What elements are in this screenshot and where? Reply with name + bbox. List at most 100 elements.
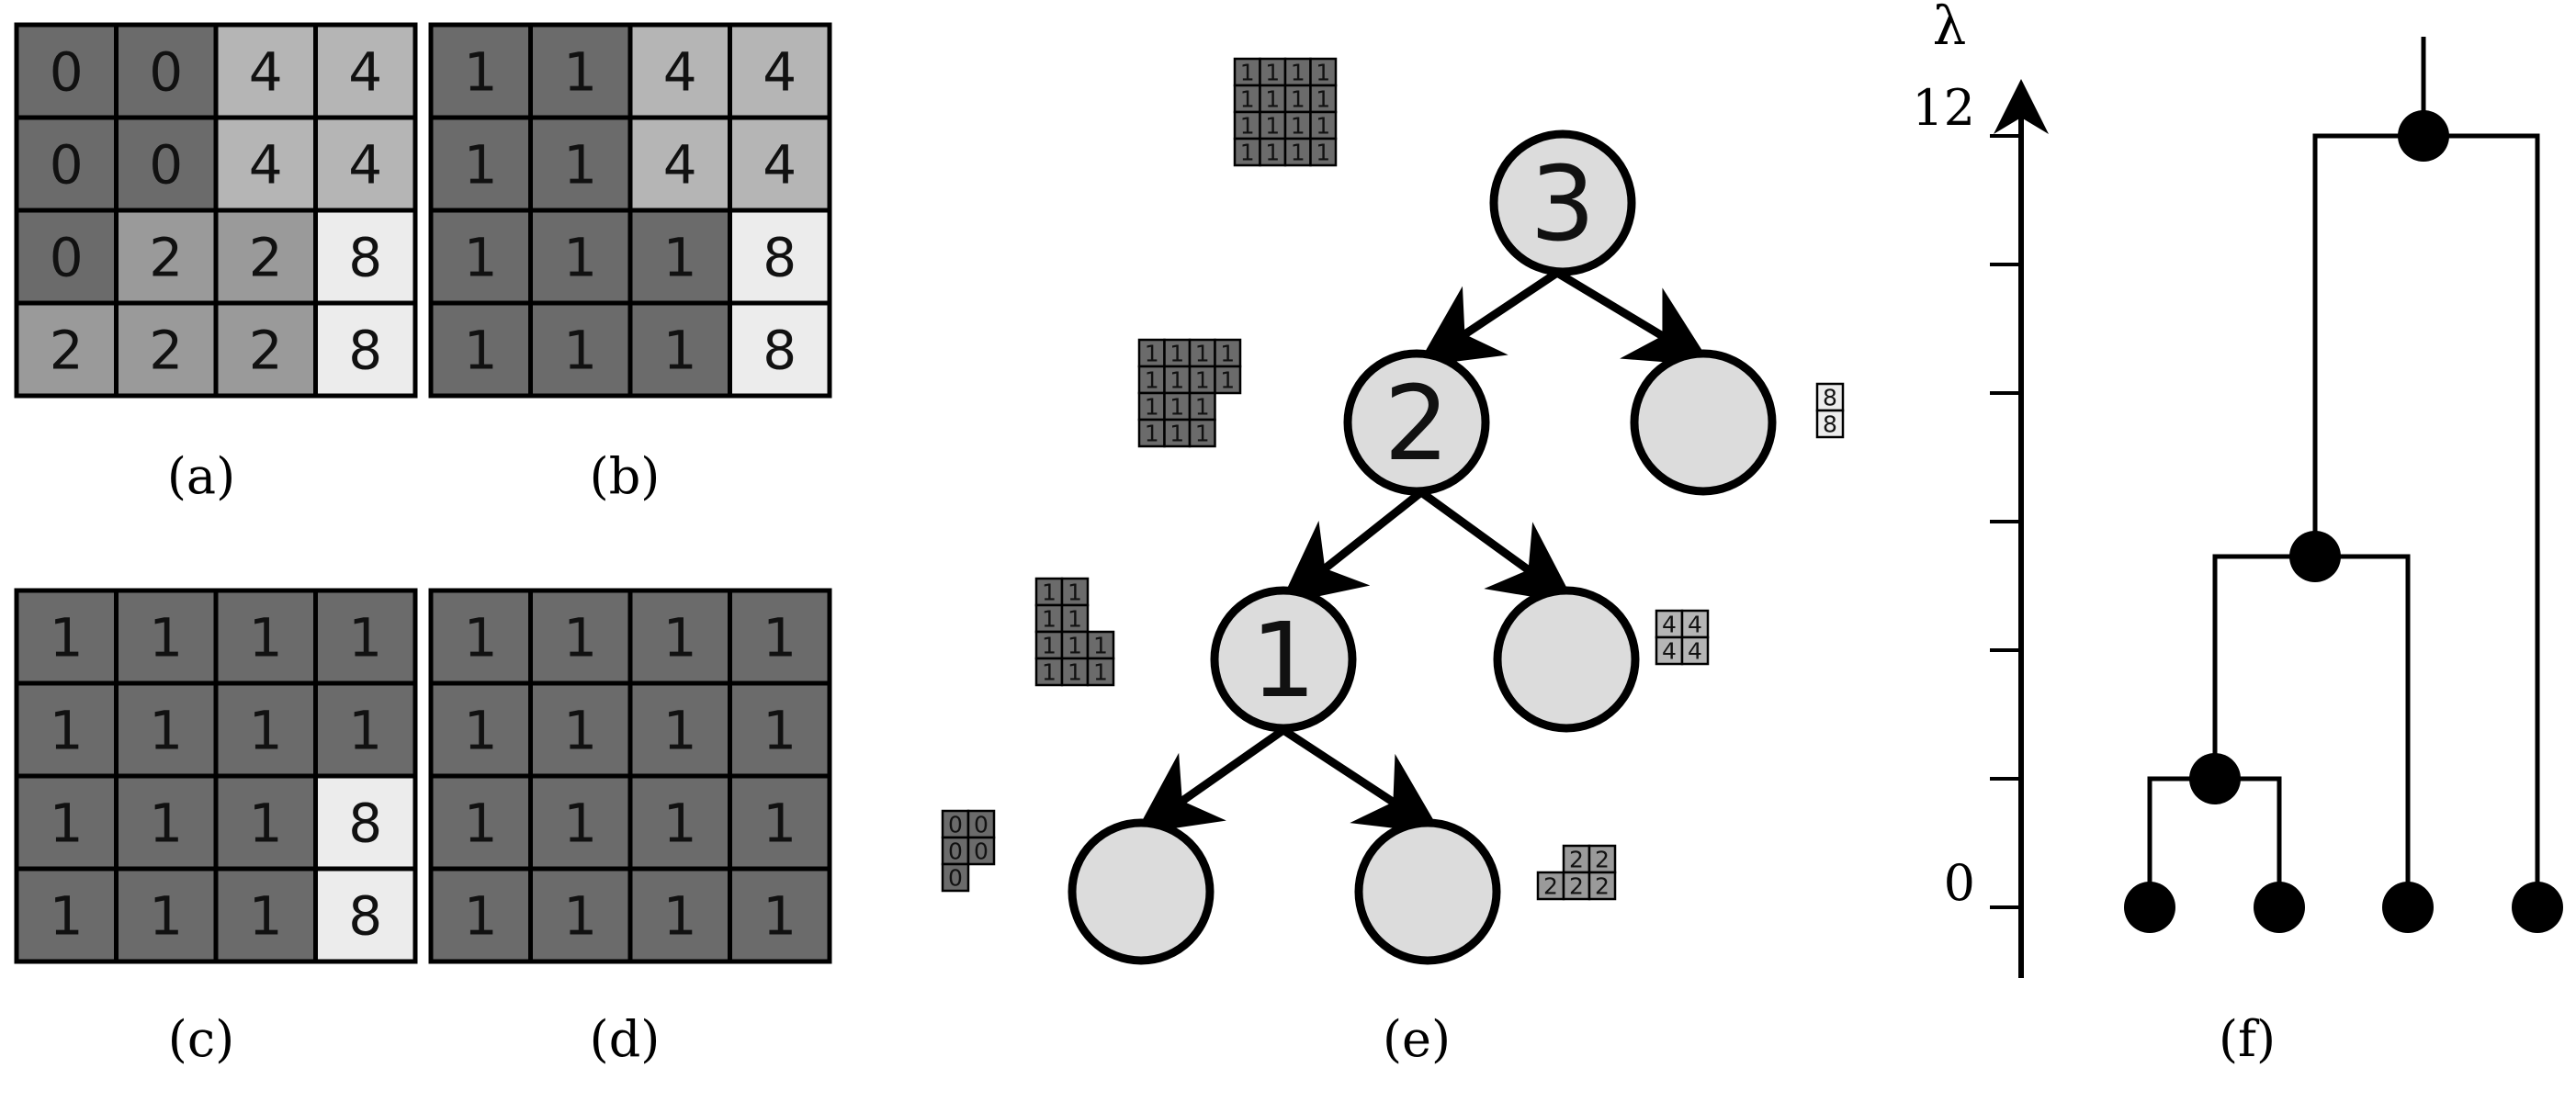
leaf-node-3 [2382, 882, 2434, 933]
grid-cell-value: 4 [663, 41, 697, 104]
grid-cell [114, 300, 219, 399]
grid-cell [313, 208, 418, 306]
mini-grid-cell-value: 1 [1169, 421, 1184, 447]
leaf-node-2 [2254, 882, 2305, 933]
mini-grid-cell [1188, 418, 1216, 448]
grid-cell-value: 1 [149, 700, 183, 762]
mini-grid-cell [1309, 84, 1338, 114]
mini-grid-cell-value: 1 [1145, 421, 1159, 447]
mini-grid-cell [1283, 137, 1312, 167]
grid-cell-value: 1 [563, 700, 597, 762]
tree-nodes: 3 2 1 [1068, 129, 1777, 965]
edge-1-to-0 [1135, 726, 1286, 835]
tree-node-right-8 [1630, 349, 1777, 496]
grid-cell-value: 1 [249, 885, 283, 948]
mini-grid-cell [941, 809, 970, 839]
edge-1-to-2 [1281, 726, 1442, 834]
mini-grid-cell [1137, 391, 1166, 422]
grid-cell-value: 1 [663, 885, 697, 948]
edge-2-to-4 [1418, 489, 1576, 604]
grid-cell-value: 1 [249, 607, 283, 669]
grid-cell [528, 680, 633, 779]
mini-grid-cell-value: 1 [1093, 633, 1108, 659]
mini-grid-cell-value: 1 [1068, 633, 1082, 659]
node-label-3: 3 [1530, 145, 1595, 264]
mini-grid-cell-value: 1 [1240, 86, 1255, 113]
node-label-1: 1 [1250, 602, 1316, 721]
grid-cell-value: 1 [563, 41, 597, 104]
grid-cell-value: 1 [563, 793, 597, 855]
mini-grid-cell-value: 0 [974, 838, 989, 865]
node-label-2: 2 [1384, 365, 1449, 484]
grid-cell-value: 8 [348, 320, 382, 382]
grid-cell-value: 0 [50, 227, 84, 289]
mini-grid-cell-value: 0 [974, 812, 989, 838]
grid-cell-value: 1 [348, 607, 382, 669]
grid-cell [428, 300, 533, 399]
mini-grid-cell-value: 1 [1195, 341, 1210, 367]
mini-grid-cell-value: 2 [1569, 847, 1584, 873]
leaf-node-4 [2512, 882, 2563, 933]
grid-cell-value: 4 [249, 134, 283, 197]
grid-cell-value: 8 [348, 227, 382, 289]
grid-cell [313, 588, 418, 686]
grid-cell [627, 300, 732, 399]
grid-cell-value: 1 [249, 793, 283, 855]
grid-cell-value: 2 [149, 320, 183, 382]
mini-grid-cell-value: 1 [1145, 394, 1159, 421]
grid-cell [313, 22, 418, 120]
mini-grid-cell-value: 2 [1569, 873, 1584, 900]
mini-grid-cell-value: 2 [1543, 873, 1558, 900]
mini-grid-cell-value: 1 [1240, 113, 1255, 140]
grid-cell [728, 866, 832, 964]
mini-grid-cell [1086, 657, 1115, 687]
mini-grid-cell [1214, 338, 1242, 368]
tree-node-1 [1210, 586, 1357, 733]
axis-tick-label-0: 0 [1944, 854, 1975, 912]
grid-cell-value: 1 [563, 885, 597, 948]
grid-cell [428, 866, 533, 964]
mini-grid-cell-value: 0 [948, 838, 963, 865]
tree-node-leaf-2 [1354, 818, 1501, 965]
axis-tick-label-12: 12 [1912, 79, 1975, 137]
grid-cell-value: 1 [464, 885, 498, 948]
mini-grid-cell-value: 1 [1316, 113, 1330, 140]
grid-cell [627, 22, 732, 120]
mini-grid-cell-value: 1 [1316, 60, 1330, 86]
mini-grid-cell-value: 1 [1316, 86, 1330, 113]
mini-grid-cell-value: 1 [1265, 60, 1280, 86]
mini-grid-cell-value: 1 [1291, 86, 1305, 113]
grid-cell [114, 866, 219, 964]
mini-grid-cell-value: 4 [1688, 638, 1702, 665]
mini-grid-cell-value: 8 [1823, 411, 1837, 438]
mini-grid-cell [941, 862, 970, 893]
caption-c: (c) [168, 1010, 234, 1068]
grid-cell-value: 8 [763, 227, 797, 289]
mini-grid-cell-value: 8 [1823, 385, 1837, 411]
mini-grid-cell [1259, 137, 1287, 167]
caption-f: (f) [2219, 1010, 2276, 1068]
axis-symbol: λ [1933, 0, 1967, 57]
mini-grid-cell-value: 1 [1042, 579, 1056, 606]
mini-grid-cell [1034, 630, 1064, 660]
mini-grid-cell-value: 1 [1220, 367, 1235, 394]
grid-cell-value: 4 [348, 41, 382, 104]
dendrogram-axis: λ 12 0 [1912, 0, 2049, 978]
grid-cell-value: 1 [563, 227, 597, 289]
mini-grid-cell [1060, 603, 1090, 634]
grid-cell [528, 866, 633, 964]
grid-cell-value: 0 [50, 134, 84, 197]
mini-grid-cell [1214, 365, 1242, 395]
mini-grid-cell-value: 1 [1093, 659, 1108, 686]
mini-grid-cell-value: 1 [1145, 341, 1159, 367]
grid-cell-value: 4 [763, 134, 797, 197]
grid-cell [627, 115, 732, 213]
mini-grid-cell [1815, 409, 1845, 439]
grid-cell-value: 4 [348, 134, 382, 197]
mini-grid-cell [1163, 418, 1192, 448]
